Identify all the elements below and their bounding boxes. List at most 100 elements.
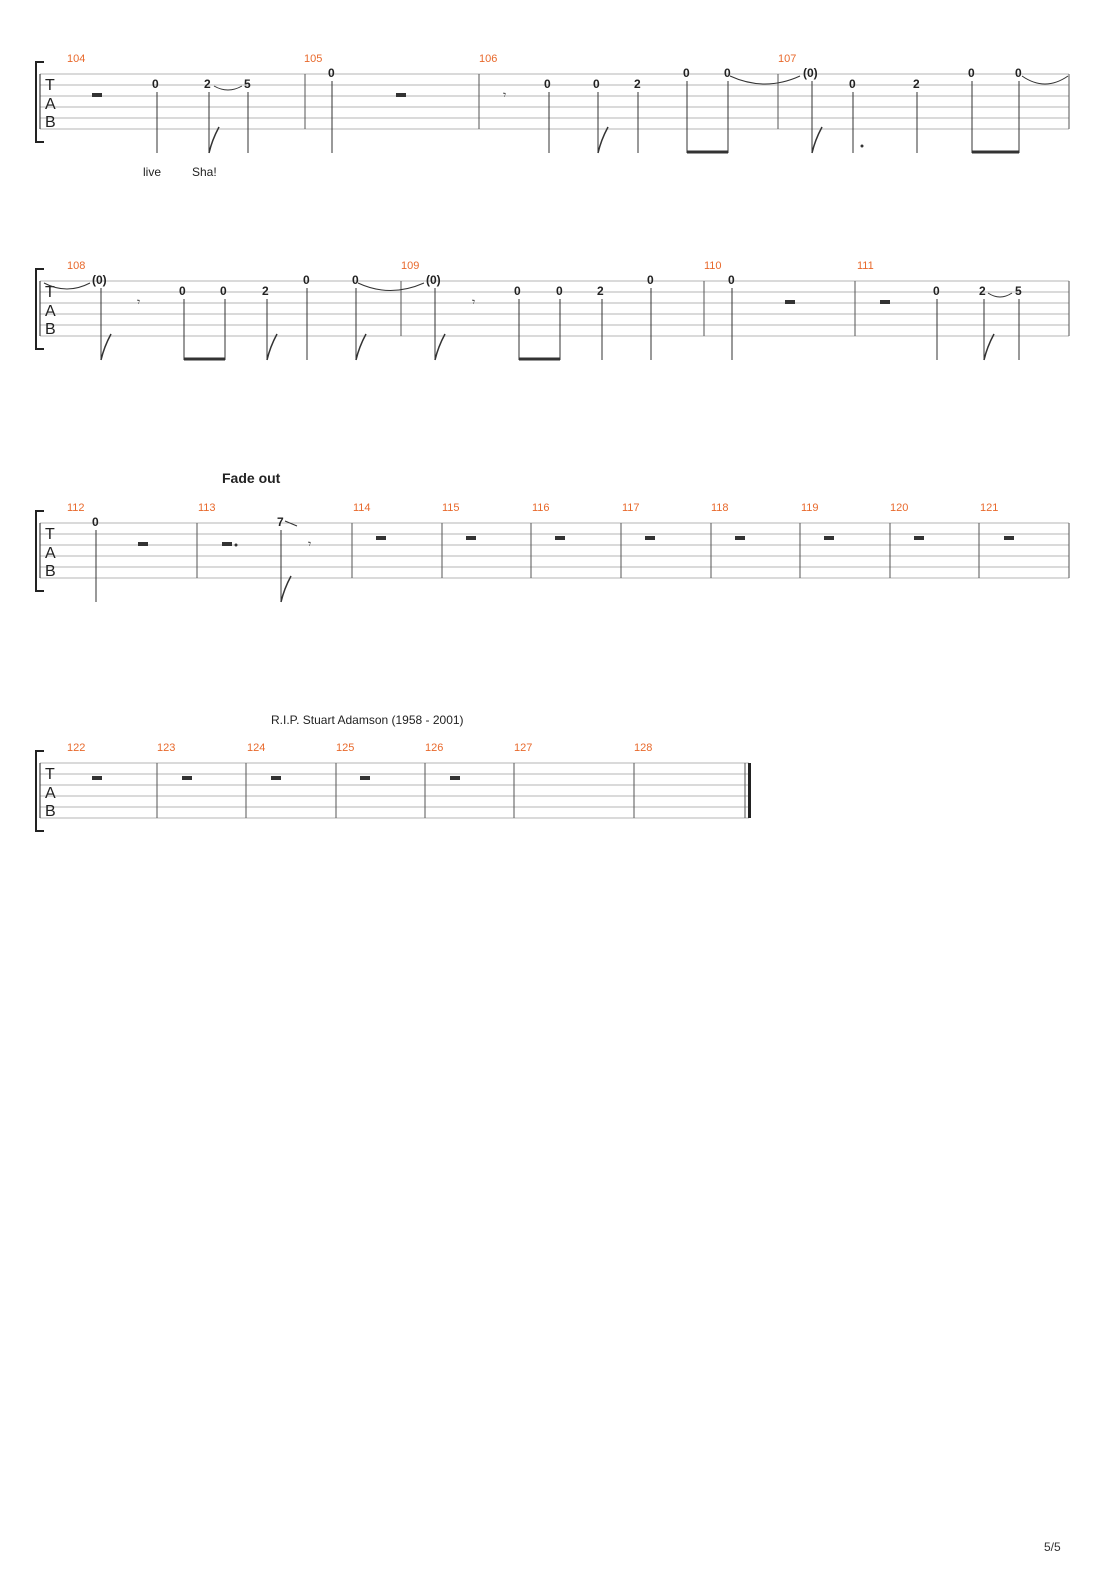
system-bracket — [35, 61, 44, 143]
system-bracket — [35, 268, 44, 350]
fret-number: (0) — [426, 273, 441, 287]
whole-rest — [360, 776, 370, 780]
tab-label-t: T — [45, 766, 55, 783]
fret-number: 0 — [328, 66, 335, 80]
fret-number: 0 — [647, 273, 654, 287]
measure-number: 124 — [247, 742, 265, 754]
whole-rest — [271, 776, 281, 780]
measure-number: 126 — [425, 742, 443, 754]
tab-label-b: B — [45, 563, 56, 580]
measure-number: 122 — [67, 742, 85, 754]
measure-number: 118 — [711, 502, 729, 514]
system-2: T A B 108 109 110 111 𝄾 𝄾 (0) 0 0 2 0 0 … — [35, 260, 1070, 361]
fret-number: 5 — [1015, 284, 1022, 298]
half-rest — [138, 542, 148, 546]
system-1: T A B 104 105 106 107 𝄾 0 2 5 0 0 0 2 0 … — [35, 53, 1070, 179]
whole-rest — [555, 536, 565, 540]
half-rest — [396, 93, 406, 97]
whole-rest — [182, 776, 192, 780]
fret-number: 0 — [683, 66, 690, 80]
tab-label-t: T — [45, 77, 55, 94]
measure-number: 119 — [801, 502, 819, 514]
system-4: R.I.P. Stuart Adamson (1958 - 2001) T A … — [35, 713, 751, 832]
tab-label-t: T — [45, 284, 55, 301]
whole-rest — [645, 536, 655, 540]
tab-label-b: B — [45, 114, 56, 131]
measure-number: 117 — [622, 502, 640, 514]
whole-rest — [92, 776, 102, 780]
half-rest — [785, 300, 795, 304]
fret-number: 5 — [244, 77, 251, 91]
whole-rest — [466, 536, 476, 540]
fret-number: 0 — [968, 66, 975, 80]
measure-number: 123 — [157, 742, 175, 754]
tab-label-b: B — [45, 321, 56, 338]
measure-number: 109 — [401, 260, 419, 272]
fret-number: 0 — [724, 66, 731, 80]
eighth-rest: 𝄾 — [503, 88, 506, 102]
fret-number: 2 — [913, 77, 920, 91]
fret-number: (0) — [803, 66, 818, 80]
tab-label-a: A — [45, 303, 56, 320]
tab-label-a: A — [45, 785, 56, 802]
whole-rest — [824, 536, 834, 540]
whole-rest — [735, 536, 745, 540]
fret-number: 0 — [303, 273, 310, 287]
fret-number: (0) — [92, 273, 107, 287]
fret-number: 2 — [634, 77, 641, 91]
tab-label-a: A — [45, 96, 56, 113]
fret-number: 0 — [152, 77, 159, 91]
half-rest — [92, 93, 102, 97]
measure-number: 112 — [67, 502, 85, 514]
final-barline — [748, 763, 751, 818]
fret-number: 0 — [1015, 66, 1022, 80]
measure-number: 108 — [67, 260, 85, 272]
fret-number: 0 — [544, 77, 551, 91]
lyric: live — [143, 165, 161, 179]
fret-number: 0 — [593, 77, 600, 91]
fret-number: 0 — [514, 284, 521, 298]
fret-number: 0 — [728, 273, 735, 287]
measure-number: 127 — [514, 742, 532, 754]
fret-number: 7 — [277, 515, 284, 529]
system-3: Fade out T A B 112 113 114 115 — [35, 470, 1070, 603]
measure-number: 113 — [198, 502, 216, 514]
fret-number: 0 — [220, 284, 227, 298]
system-bracket — [35, 510, 44, 592]
fret-number: 2 — [597, 284, 604, 298]
fret-number: 0 — [933, 284, 940, 298]
lyric: Sha! — [192, 165, 217, 179]
measure-number: 114 — [353, 502, 371, 514]
whole-rest — [914, 536, 924, 540]
dot — [234, 543, 238, 547]
measure-number: 116 — [532, 502, 550, 514]
whole-rest — [376, 536, 386, 540]
system-bracket — [35, 750, 44, 832]
fret-number: 0 — [179, 284, 186, 298]
fret-number: 0 — [352, 273, 359, 287]
measure-number: 111 — [857, 260, 874, 272]
fret-number: 0 — [92, 515, 99, 529]
measure-number: 125 — [336, 742, 354, 754]
whole-rest — [450, 776, 460, 780]
eighth-rest: 𝄾 — [472, 295, 475, 309]
measure-number: 106 — [479, 53, 497, 65]
fret-number: 2 — [262, 284, 269, 298]
whole-rest — [1004, 536, 1014, 540]
fret-number: 0 — [849, 77, 856, 91]
dedication-text: R.I.P. Stuart Adamson (1958 - 2001) — [271, 713, 464, 727]
page-number: 5/5 — [1044, 1540, 1061, 1554]
measure-number: 128 — [634, 742, 652, 754]
measure-number: 107 — [778, 53, 796, 65]
tab-label-a: A — [45, 545, 56, 562]
eighth-rest: 𝄾 — [308, 537, 311, 551]
measure-number: 104 — [67, 53, 85, 65]
fret-number: 2 — [204, 77, 211, 91]
half-rest — [222, 542, 232, 546]
measure-number: 121 — [980, 502, 998, 514]
measure-number: 105 — [304, 53, 322, 65]
measure-number: 115 — [442, 502, 460, 514]
eighth-rest: 𝄾 — [137, 295, 140, 309]
measure-number: 110 — [704, 260, 722, 272]
